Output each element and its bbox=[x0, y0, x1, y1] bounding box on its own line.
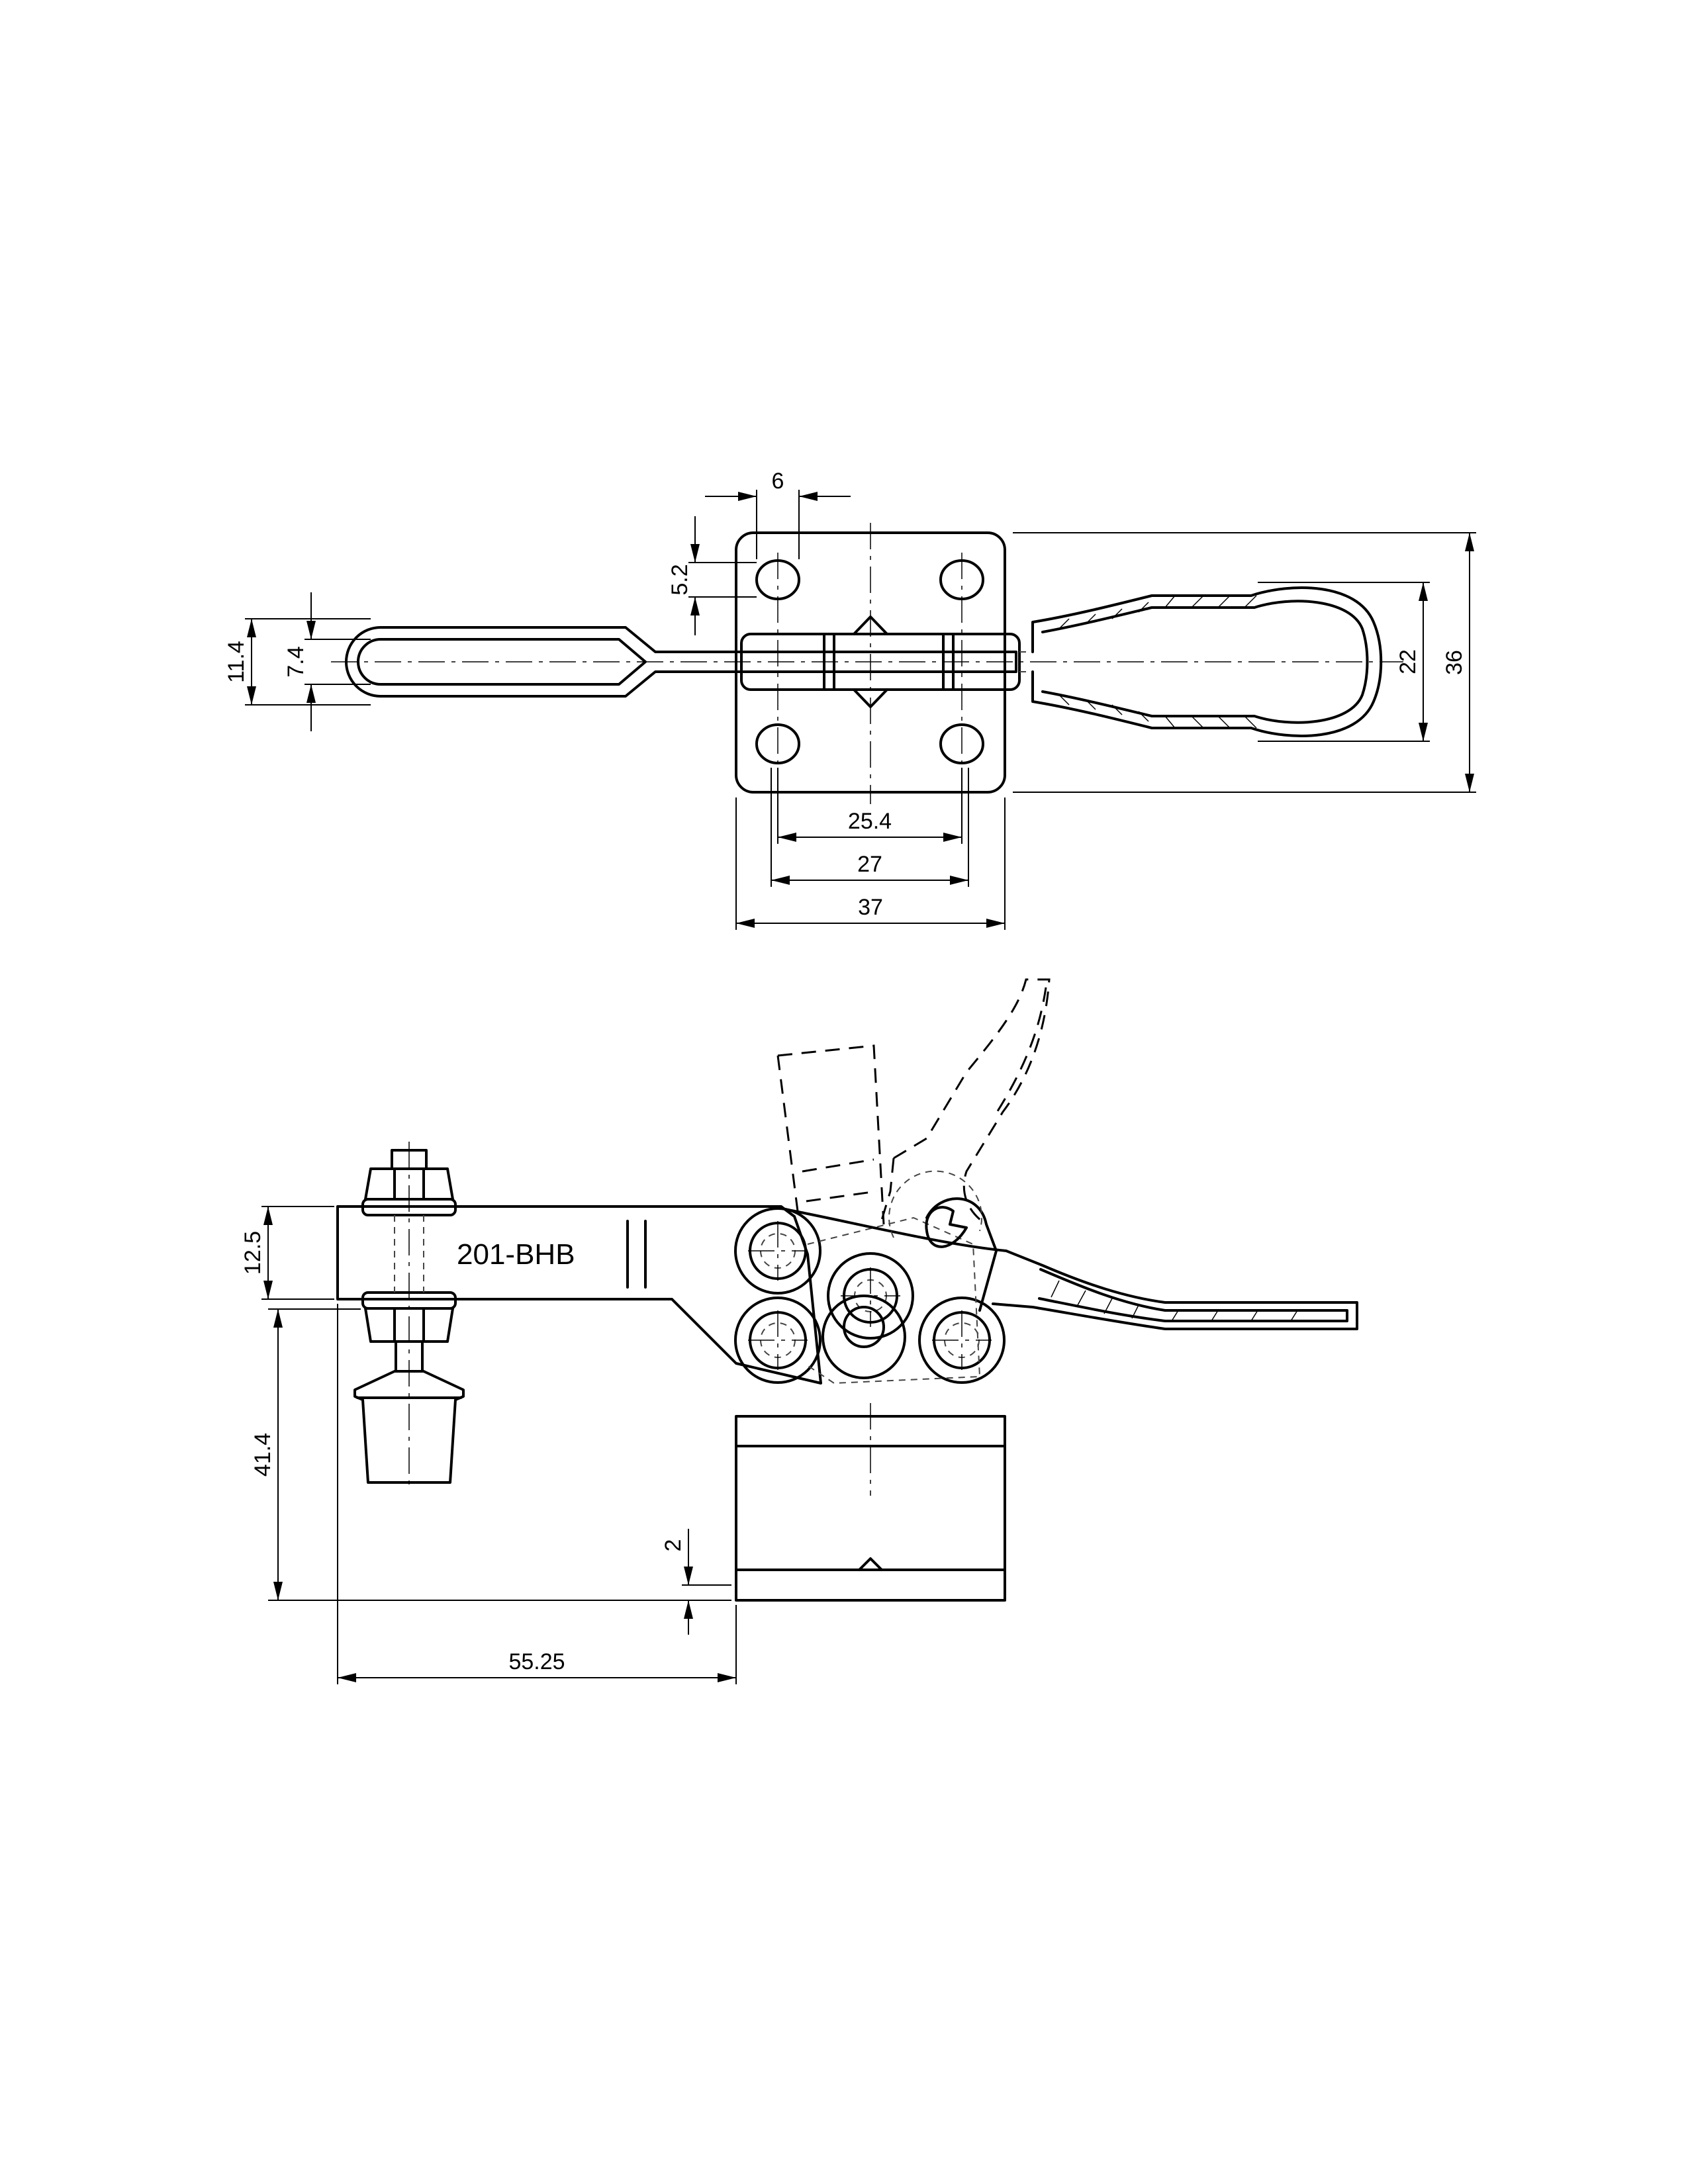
pivot-lower-left bbox=[734, 1297, 821, 1384]
clamp-arm-side bbox=[336, 1205, 822, 1385]
dim-slot-spacing: 27 bbox=[771, 768, 969, 887]
dim-label-55-25: 55.25 bbox=[508, 1649, 565, 1674]
dim-spindle-height: 41.4 bbox=[250, 1308, 731, 1601]
open-handle-phantom bbox=[893, 978, 1051, 1226]
dim-label-41-4: 41.4 bbox=[250, 1433, 275, 1477]
dim-inner-handle-height: 7.4 bbox=[283, 592, 371, 731]
dim-label-12-5: 12.5 bbox=[240, 1231, 265, 1275]
dim-outer-handle-height: 11.4 bbox=[224, 618, 371, 705]
dim-label-37: 37 bbox=[858, 895, 883, 920]
dim-label-2: 2 bbox=[661, 1539, 686, 1552]
pivot-joints bbox=[734, 1207, 1006, 1384]
dim-arm-height: 12.5 bbox=[240, 1206, 334, 1300]
dim-reach: 55.25 bbox=[337, 1304, 737, 1684]
pivot-center bbox=[827, 1252, 914, 1340]
dim-base-width: 37 bbox=[735, 797, 1006, 930]
part-label: 201-BHB bbox=[457, 1238, 575, 1271]
pivot-lower-right bbox=[918, 1297, 1006, 1384]
dim-top-hole-width: 6 bbox=[705, 469, 851, 559]
grip-hatching bbox=[1058, 595, 1257, 729]
top-view: 6 5.2 11.4 7.4 bbox=[224, 469, 1476, 930]
spindle-tip bbox=[353, 1370, 465, 1484]
dim-label-27: 27 bbox=[857, 852, 882, 877]
clamp-arm-inner bbox=[357, 638, 647, 686]
dim-top-hole-height: 5.2 bbox=[667, 516, 757, 635]
link-pin bbox=[821, 1295, 906, 1379]
dim-label-22: 22 bbox=[1395, 649, 1421, 674]
handle-grip-top bbox=[1031, 586, 1383, 737]
side-view: 201-BHB bbox=[240, 978, 1358, 1684]
dim-base-offset: 2 bbox=[661, 1529, 731, 1635]
dim-hole-spacing: 25.4 bbox=[777, 768, 962, 844]
washer-top bbox=[361, 1198, 457, 1216]
dim-label-11-4: 11.4 bbox=[224, 641, 249, 683]
link-bar bbox=[740, 633, 1021, 691]
dim-base-height: 36 bbox=[1013, 532, 1476, 793]
open-arm-phantom bbox=[776, 1044, 885, 1225]
pivot-upper-left bbox=[734, 1207, 821, 1295]
handle-hatching bbox=[1051, 1280, 1298, 1322]
mounting-base bbox=[735, 1415, 1006, 1602]
dim-label-36: 36 bbox=[1442, 650, 1467, 675]
dim-label-25-4: 25.4 bbox=[848, 809, 892, 834]
dim-label-5-2: 5.2 bbox=[667, 564, 692, 595]
handle-side bbox=[786, 1208, 1358, 1330]
dim-grip-height: 22 bbox=[1258, 582, 1430, 742]
dim-label-7-4: 7.4 bbox=[283, 646, 308, 677]
clamp-arm-top bbox=[345, 626, 1017, 698]
dim-label-6: 6 bbox=[772, 469, 784, 494]
